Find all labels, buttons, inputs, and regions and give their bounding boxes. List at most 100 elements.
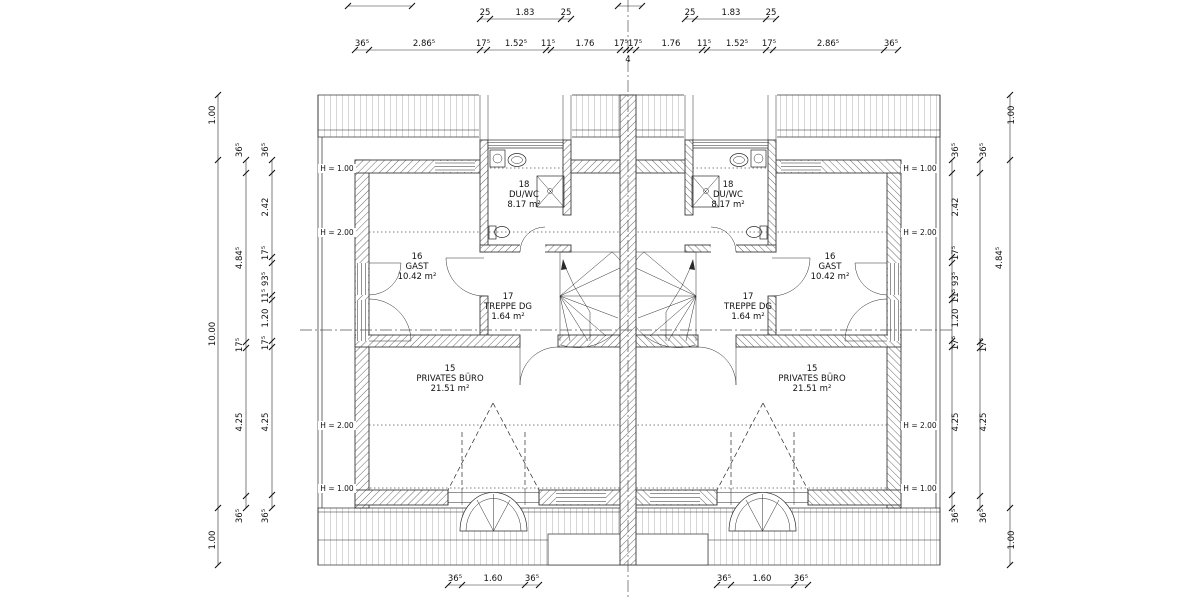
dim-label: 36⁵ (235, 143, 245, 157)
dim-label: 4.84⁵ (235, 247, 245, 269)
height-mark: H = 1.00 (903, 484, 937, 493)
dim-label: 1.00 (208, 531, 218, 550)
dim-label: 11⁵ (697, 39, 711, 49)
dim-label: 36⁵ (884, 39, 898, 49)
tick-marks (214, 2, 1014, 589)
dim-label: 11⁵ (951, 289, 961, 303)
dim-label: 4.25 (979, 413, 989, 432)
height-mark: H = 2.00 (903, 228, 937, 237)
dim-label: 1.20 (951, 309, 961, 328)
room-name: DU/WC (509, 190, 539, 200)
dim-label: 93⁵ (261, 272, 271, 286)
dim-label: 11⁵ (541, 39, 555, 49)
dim-label: 17⁵ (476, 39, 490, 49)
room-number: 17 (743, 292, 754, 302)
room-name: GAST (819, 262, 843, 272)
dim-label: 17⁵ (951, 336, 961, 350)
height-mark: H = 1.00 (320, 164, 354, 173)
dim-label: 36⁵ (794, 574, 808, 584)
dim-label: 1.00 (1007, 106, 1017, 125)
dim-label: 17⁵ (235, 338, 245, 352)
room-labels-right: 16 GAST 10.42 m² 18 DU/WC 8.17 m² 17 TRE… (711, 180, 849, 394)
room-number: 16 (412, 252, 423, 262)
dim-labels-right: 36⁵ 2.42 17⁵ 93⁵ 11⁵ 1.20 17⁵ 4.25 36⁵ 3… (951, 106, 1017, 550)
room-area: 8.17 m² (711, 200, 744, 210)
room-area: 10.42 m² (811, 272, 850, 282)
dim-label: 11⁵ (261, 289, 271, 303)
dim-label: 1.52⁵ (726, 39, 748, 49)
dim-label: 36⁵ (951, 509, 961, 523)
room-name: GAST (406, 262, 430, 272)
unit-right (623, 93, 939, 566)
dim-label: 36⁵ (979, 143, 989, 157)
room-number: 18 (519, 180, 530, 190)
dim-label: 1.00 (208, 106, 218, 125)
room-area: 1.64 m² (491, 312, 524, 322)
room-labels-left: 16 GAST 10.42 m² 18 DU/WC 8.17 m² 17 TRE… (398, 180, 541, 394)
room-number: 17 (503, 292, 514, 302)
room-name: DU/WC (713, 190, 743, 200)
dim-label: 17⁵ (261, 246, 271, 260)
dim-label: 25 (766, 8, 777, 18)
dim-labels-bottom: 36⁵ 1.60 36⁵ 36⁵ 1.60 36⁵ (448, 574, 808, 584)
dim-label: 2.42 (951, 198, 961, 217)
dim-label: 36⁵ (261, 509, 271, 523)
dim-label: 36⁵ (951, 143, 961, 157)
dim-label: 36⁵ (261, 143, 271, 157)
dim-label: 17⁵ (628, 39, 642, 49)
height-marks: H = 1.00 H = 2.00 H = 2.00 H = 1.00 H = … (318, 164, 939, 493)
room-name: TREPPE DG (723, 302, 772, 312)
dim-label: 1.60 (753, 574, 772, 584)
dim-label: 1.83 (722, 8, 741, 18)
dim-label: 1.76 (662, 39, 681, 49)
room-area: 1.64 m² (731, 312, 764, 322)
dim-label: 25 (685, 8, 696, 18)
dim-label: 36⁵ (525, 574, 539, 584)
dim-labels-top: 25 1.83 25 25 1.83 25 36⁵ 2.86⁵ 17⁵ 1.52… (355, 8, 898, 65)
room-number: 15 (807, 364, 818, 374)
dim-label: 36⁵ (448, 574, 462, 584)
dim-label: 2.86⁵ (413, 39, 435, 49)
room-name: TREPPE DG (483, 302, 532, 312)
dim-label: 25 (480, 8, 491, 18)
dim-label: 17⁵ (614, 39, 628, 49)
dim-label: 36⁵ (717, 574, 731, 584)
dim-labels-left: 1.00 10.00 1.00 36⁵ 4.84⁵ 17⁵ 4.25 36⁵ 3… (208, 106, 271, 550)
dimension-lines (217, 5, 1011, 586)
dim-label: 17⁵ (979, 338, 989, 352)
room-area: 8.17 m² (507, 200, 540, 210)
dim-label: 36⁵ (235, 509, 245, 523)
room-number: 15 (445, 364, 456, 374)
room-name: PRIVATES BÜRO (778, 373, 846, 384)
dim-label: 1.83 (516, 8, 535, 18)
dim-label: 4.25 (261, 413, 271, 432)
height-mark: H = 2.00 (903, 421, 937, 430)
height-mark: H = 1.00 (320, 484, 354, 493)
dim-label: 93⁵ (951, 272, 961, 286)
dim-label: 1.20 (261, 309, 271, 328)
room-area: 10.42 m² (398, 272, 437, 282)
dim-label: 36⁵ (355, 39, 369, 49)
dim-label: 4.25 (235, 413, 245, 432)
dim-label: 10.00 (208, 322, 218, 346)
unit-left (317, 93, 633, 566)
room-name: PRIVATES BÜRO (416, 373, 484, 384)
dim-label: 2.42 (261, 198, 271, 217)
height-mark: H = 2.00 (320, 421, 354, 430)
room-area: 21.51 m² (793, 384, 832, 394)
dim-label: 36⁵ (979, 509, 989, 523)
dim-label: 1.60 (484, 574, 503, 584)
dim-label: 1.52⁵ (505, 39, 527, 49)
room-area: 21.51 m² (431, 384, 470, 394)
dim-label: 17⁵ (261, 336, 271, 350)
room-number: 16 (825, 252, 836, 262)
dim-label: 4.25 (951, 413, 961, 432)
dim-label: 4.84⁵ (995, 247, 1005, 269)
dim-label: 25 (561, 8, 572, 18)
height-mark: H = 1.00 (903, 164, 937, 173)
dim-label-party-wall: 4 (625, 55, 630, 65)
dim-label: 1.76 (576, 39, 595, 49)
dim-label: 1.00 (1007, 531, 1017, 550)
